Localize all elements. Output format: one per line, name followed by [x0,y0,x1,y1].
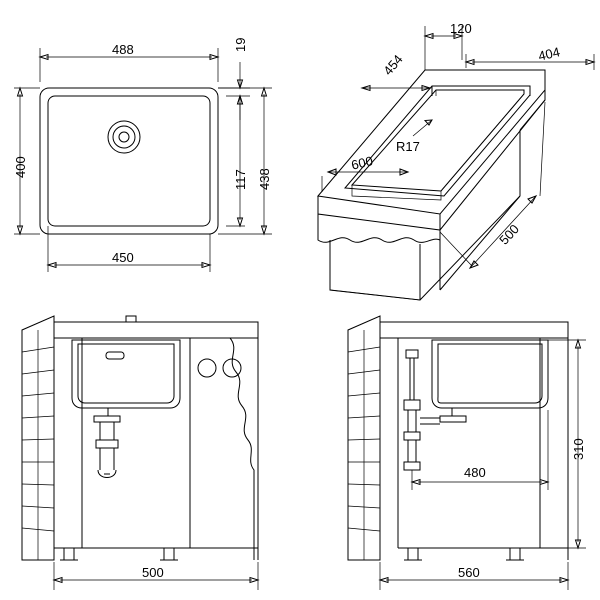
side-view-dimensions [380,340,586,590]
iso-view-dimensions [321,26,594,268]
front-view-dimensions [54,562,258,590]
top-view-geometry [40,88,218,234]
side-view-geometry [348,316,568,560]
iso-view-geometry [318,70,545,300]
front-view-geometry [22,316,258,560]
top-view-dimensions [14,48,272,272]
